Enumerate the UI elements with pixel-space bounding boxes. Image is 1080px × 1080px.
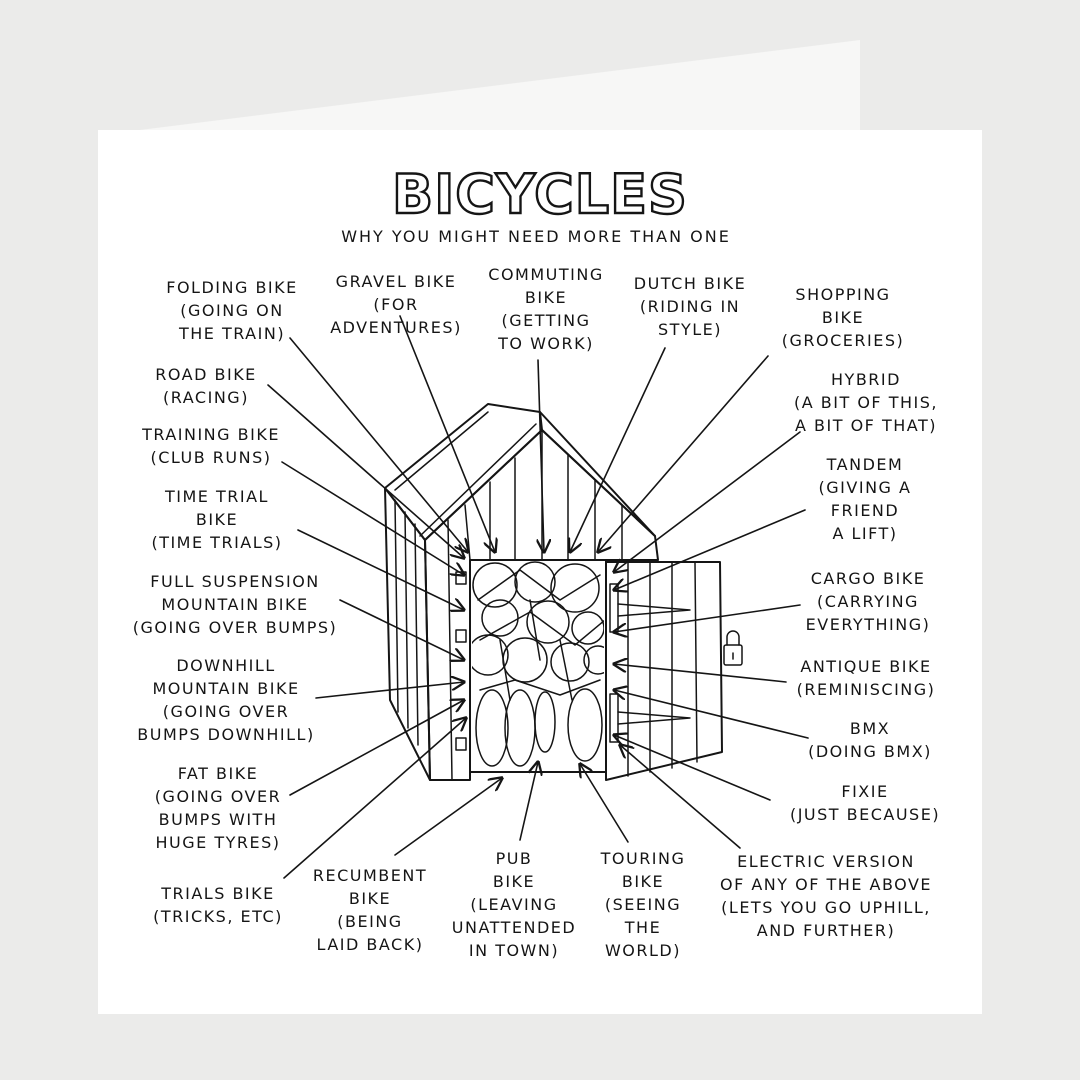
bicycle-pile	[472, 561, 604, 767]
label-hybrid-bike: HYBRID (A BIT OF THIS, A BIT OF THAT)	[794, 370, 938, 435]
label-bmx-bike: BMX (DOING BMX)	[808, 719, 932, 761]
label-road-bike: ROAD BIKE (RACING)	[155, 365, 257, 407]
label-shopping-bike: SHOPPING BIKE (GROCERIES)	[781, 285, 905, 350]
label-time-trial-bike: TIME TRIAL BIKE (TIME TRIALS)	[151, 487, 283, 552]
label-pub-bike: PUB BIKE (LEAVING UNATTENDED IN TOWN)	[451, 849, 577, 960]
label-folding-bike: FOLDING BIKE (GOING ON THE TRAIN)	[166, 278, 298, 343]
padlock-icon	[723, 630, 743, 666]
label-touring-bike: TOURING BIKE (SEEING THE WORLD)	[600, 849, 686, 960]
card-front	[98, 130, 982, 1014]
label-electric-version: ELECTRIC VERSION OF ANY OF THE ABOVE (LE…	[719, 852, 933, 940]
label-tandem-bike: TANDEM (GIVING A FRIEND A LIFT)	[818, 455, 912, 543]
label-gravel-bike: GRAVEL BIKE (FOR ADVENTURES)	[330, 272, 462, 337]
label-cargo-bike: CARGO BIKE (CARRYING EVERYTHING)	[805, 569, 931, 634]
label-trials-bike: TRIALS BIKE (TRICKS, ETC)	[153, 884, 283, 926]
label-fat-bike: FAT BIKE (GOING OVER BUMPS WITH HUGE TYR…	[154, 764, 282, 852]
label-recumbent-bike: RECUMBENT BIKE (BEING LAID BACK)	[312, 866, 428, 954]
label-commuting-bike: COMMUTING BIKE (GETTING TO WORK)	[488, 265, 604, 353]
label-dutch-bike: DUTCH BIKE (RIDING IN STYLE)	[633, 274, 747, 339]
label-full-suspension-bike: FULL SUSPENSION MOUNTAIN BIKE (GOING OVE…	[132, 572, 338, 637]
label-fixie-bike: FIXIE (JUST BECAUSE)	[789, 782, 941, 824]
label-arrows	[267, 315, 809, 879]
label-downhill-bike: DOWNHILL MOUNTAIN BIKE (GOING OVER BUMPS…	[137, 656, 315, 744]
label-training-bike: TRAINING BIKE (CLUB RUNS)	[142, 425, 280, 467]
card-title: BICYCLES	[392, 163, 688, 226]
card-subtitle: WHY YOU MIGHT NEED MORE THAN ONE	[341, 227, 731, 246]
label-antique-bike: ANTIQUE BIKE (REMINISCING)	[796, 657, 936, 699]
